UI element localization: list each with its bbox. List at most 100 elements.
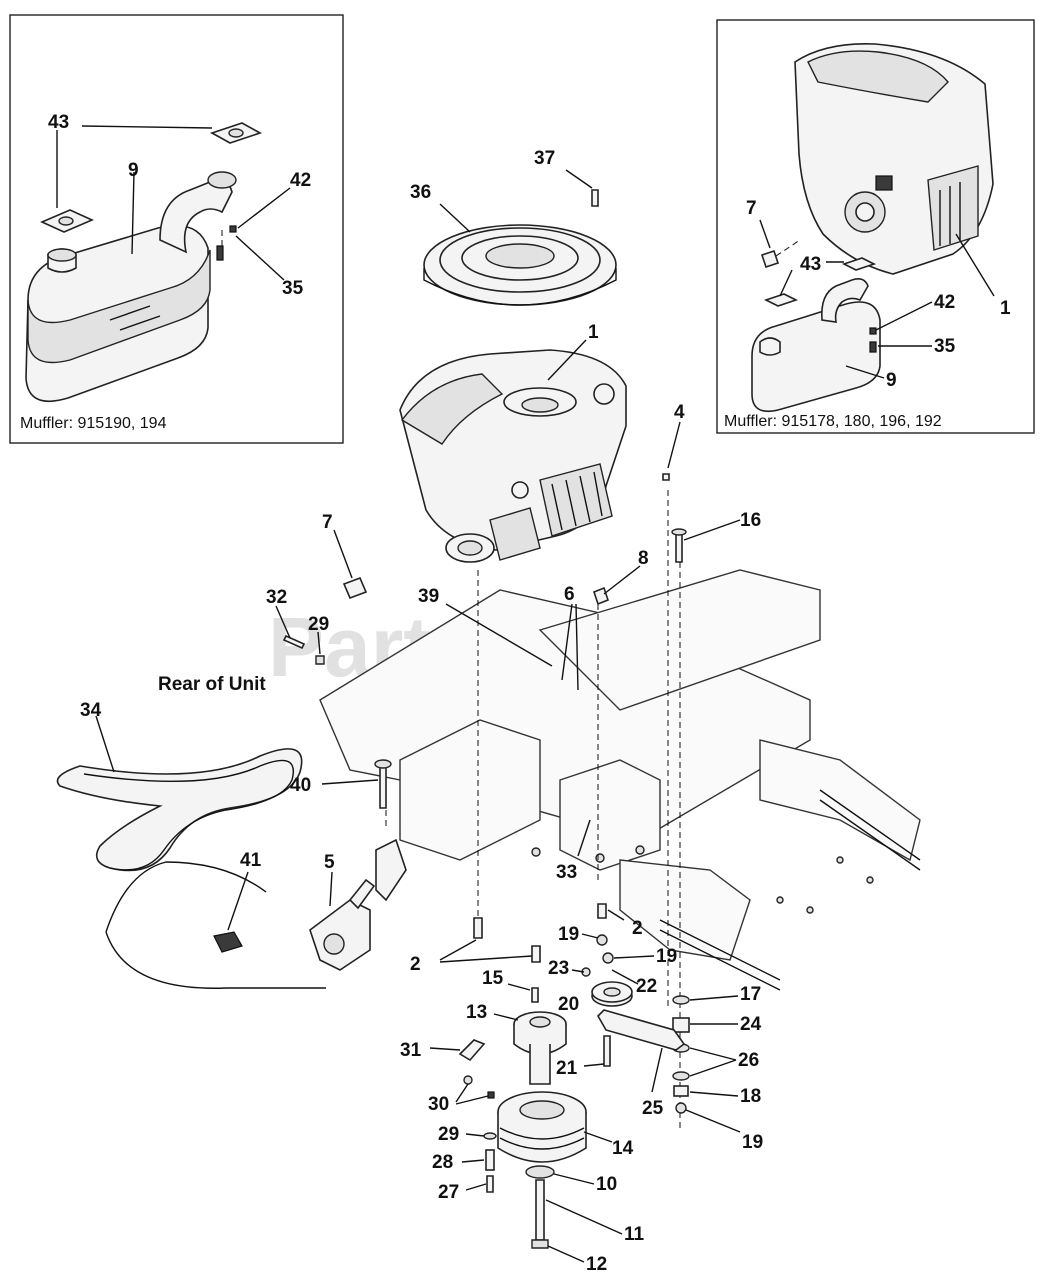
callout-35-left: 35	[282, 278, 304, 299]
callout-19-a: 19	[558, 924, 579, 945]
callout-23: 23	[548, 958, 569, 979]
bracket-31	[458, 1039, 486, 1062]
right-muffler-inset: 7 43 42 35 9 1 Muffler: 915178, 180, 196…	[716, 19, 1035, 434]
left-muffler-inset: 43 9 42 35 Muffler: 915190, 194	[9, 14, 344, 444]
muffler-right	[751, 278, 881, 413]
callout-10: 10	[596, 1174, 617, 1195]
callout-2-left: 2	[410, 954, 421, 975]
fitting-8	[593, 586, 609, 606]
callout-5: 5	[324, 852, 335, 873]
callout-34: 34	[80, 700, 102, 721]
nut-19-c	[675, 1102, 687, 1114]
callout-36: 36	[410, 182, 431, 203]
callout-1-right: 1	[1000, 298, 1011, 319]
engine-1	[399, 349, 627, 563]
idler-arm-25	[597, 1009, 686, 1051]
callout-29-bottom: 29	[438, 1124, 459, 1145]
spacer-24	[672, 1017, 690, 1033]
bolt-32	[282, 634, 306, 650]
nut-19-b	[602, 952, 614, 964]
callout-2-right: 2	[632, 918, 643, 939]
bolt-4	[662, 473, 670, 481]
plug-7	[342, 576, 368, 600]
callout-29-top: 29	[308, 614, 329, 635]
callout-40: 40	[290, 775, 311, 796]
gasket-left	[40, 209, 94, 233]
washer-42-right	[869, 327, 877, 335]
pulley-14	[497, 1091, 587, 1163]
bolt-2-right	[597, 903, 607, 919]
callout-11: 11	[624, 1224, 645, 1245]
bolt-12-head	[531, 1239, 549, 1249]
spacer-29-bottom	[483, 1132, 497, 1140]
callout-16: 16	[740, 510, 761, 531]
callout-14: 14	[612, 1138, 634, 1159]
callout-39: 39	[418, 586, 439, 607]
callout-30: 30	[428, 1094, 449, 1115]
pin-21	[603, 1035, 611, 1067]
callout-43-right: 43	[800, 254, 821, 275]
idler-bracket-5	[309, 838, 407, 971]
callout-42-left: 42	[290, 170, 311, 191]
air-cleaner-cover-36	[423, 224, 617, 306]
callout-42-right: 42	[934, 292, 955, 313]
callout-32: 32	[266, 587, 287, 608]
spacer-28	[485, 1149, 495, 1171]
callout-22: 22	[636, 976, 657, 997]
callout-15: 15	[482, 968, 504, 989]
callout-24: 24	[740, 1014, 762, 1035]
callout-28: 28	[432, 1152, 453, 1173]
callout-19-b: 19	[656, 946, 677, 967]
callout-20: 20	[558, 994, 579, 1015]
bolt-37	[591, 189, 599, 207]
callout-7-right: 7	[746, 198, 757, 219]
screw-35-right	[869, 341, 877, 353]
callout-37: 37	[534, 148, 555, 169]
callout-6: 6	[564, 584, 575, 605]
washer-17	[672, 995, 690, 1005]
callout-18: 18	[740, 1086, 761, 1107]
nut-30-a	[463, 1075, 473, 1085]
callout-31: 31	[400, 1040, 422, 1061]
callout-41: 41	[240, 850, 262, 871]
right-inset-caption: Muffler: 915178, 180, 196, 192	[724, 413, 942, 430]
washer-26-b	[672, 1071, 690, 1081]
callout-9-right: 9	[886, 370, 897, 391]
hub-13	[513, 1011, 567, 1085]
callout-26: 26	[738, 1050, 759, 1071]
nut-30-b	[487, 1091, 495, 1099]
callout-12: 12	[586, 1254, 607, 1275]
plug-7-right	[760, 249, 780, 269]
callout-17: 17	[740, 984, 761, 1005]
callout-27: 27	[438, 1182, 459, 1203]
washer-10	[525, 1165, 555, 1179]
callout-13: 13	[466, 1002, 487, 1023]
idler-pulley-20	[591, 981, 633, 1007]
screw-35-left	[216, 245, 224, 261]
bolt-2-left-b	[531, 945, 541, 963]
callout-4: 4	[674, 402, 685, 423]
belt-34	[56, 748, 303, 872]
callout-1: 1	[588, 322, 599, 343]
left-inset-caption: Muffler: 915190, 194	[20, 415, 167, 432]
bolt-2-left-a	[473, 917, 483, 939]
nut-19-a	[596, 934, 608, 946]
engine-right-inset	[794, 43, 994, 275]
gasket-top-left	[210, 122, 262, 144]
chassis-frame	[319, 569, 921, 991]
callout-43-left: 43	[48, 112, 69, 133]
rear-of-unit-label: Rear of Unit	[158, 674, 266, 695]
callout-21: 21	[556, 1058, 578, 1079]
bolt-40	[379, 763, 387, 809]
gasket-43-right	[763, 257, 877, 307]
key-15	[531, 987, 539, 1003]
bolt-16	[675, 531, 683, 563]
muffler-left	[25, 171, 237, 402]
callout-19-c: 19	[742, 1132, 763, 1153]
callout-25: 25	[642, 1098, 664, 1119]
switch-41	[105, 861, 326, 989]
spacer-18	[673, 1085, 689, 1097]
callout-7: 7	[322, 512, 333, 533]
bolt-11	[535, 1179, 545, 1241]
